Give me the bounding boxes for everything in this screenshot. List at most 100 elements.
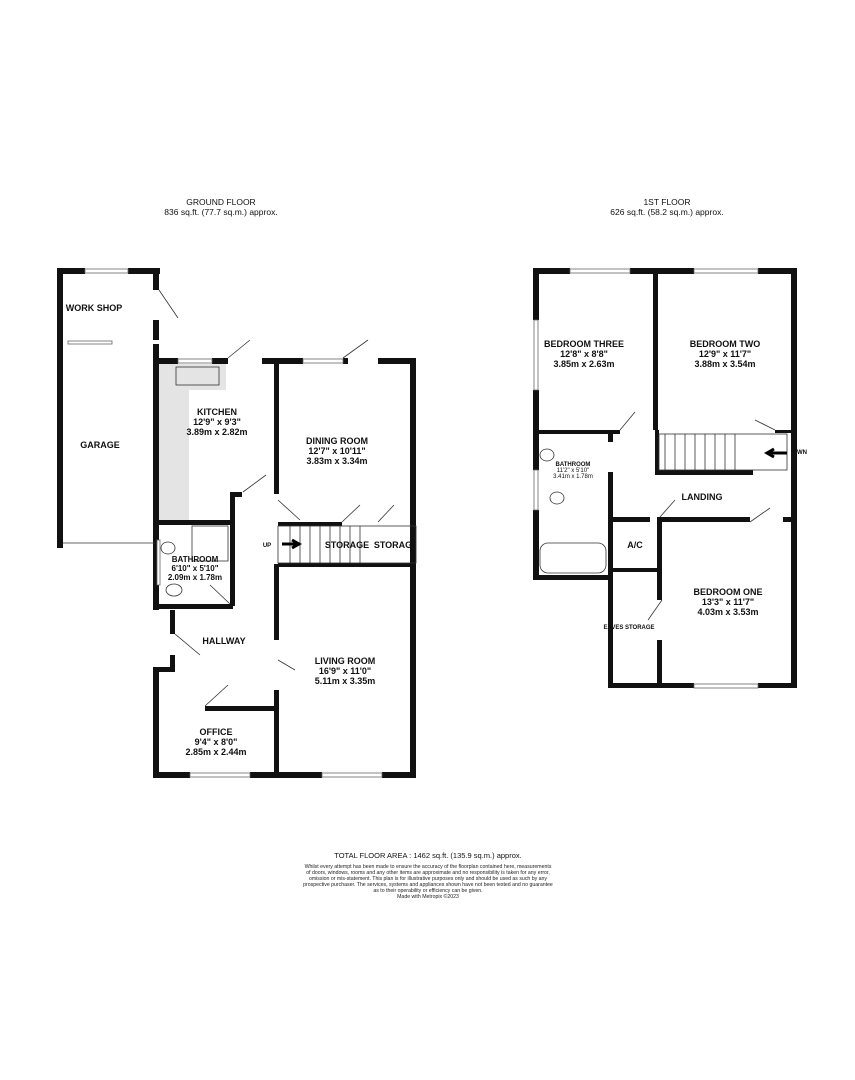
svg-text:16'9" x 11'0": 16'9" x 11'0"	[319, 666, 371, 676]
disclaimer-line: of doors, windows, rooms and any other i…	[306, 870, 550, 876]
svg-text:5.11m x 3.35m: 5.11m x 3.35m	[315, 676, 376, 686]
wall	[230, 492, 235, 606]
door	[749, 507, 771, 523]
fixtures	[63, 268, 788, 778]
svg-text:3.85m x 2.63m: 3.85m x 2.63m	[553, 359, 614, 369]
room-garage: GARAGE	[80, 440, 120, 450]
svg-text:6'10" x 5'10": 6'10" x 5'10"	[172, 564, 219, 573]
door	[341, 504, 361, 523]
wall	[153, 667, 159, 778]
wall	[343, 358, 348, 364]
wall	[274, 564, 279, 640]
svg-text:BEDROOM TWO: BEDROOM TWO	[690, 339, 761, 349]
window	[533, 469, 539, 511]
wall	[533, 268, 539, 320]
door	[659, 499, 676, 518]
wall	[159, 520, 231, 525]
door	[158, 289, 179, 319]
door	[342, 339, 369, 359]
svg-text:2.09m x 1.78m: 2.09m x 1.78m	[168, 573, 222, 582]
door	[227, 339, 251, 359]
wall	[655, 430, 659, 475]
door	[174, 633, 201, 656]
arrow-right-icon	[282, 538, 303, 550]
window	[321, 772, 383, 778]
wall	[57, 268, 85, 274]
window	[177, 358, 213, 364]
svg-text:BATHROOM: BATHROOM	[556, 462, 591, 468]
shower-tray	[191, 525, 229, 562]
wall	[533, 390, 539, 470]
wall	[159, 604, 233, 609]
window	[156, 539, 161, 586]
room-storage: STORAGE	[325, 540, 369, 550]
wall	[657, 517, 662, 600]
svg-text:3.83m x 3.34m: 3.83m x 3.34m	[306, 456, 367, 466]
first-floor-title: 1ST FLOOR	[643, 197, 690, 207]
disclaimer-line: Whilst every attempt has been made to en…	[305, 864, 552, 870]
wall	[153, 772, 190, 778]
svg-text:12'9" x 9'3": 12'9" x 9'3"	[193, 417, 241, 427]
wall	[758, 268, 797, 274]
svg-text:12'7" x 10'11": 12'7" x 10'11"	[308, 446, 365, 456]
door	[277, 499, 301, 521]
room-bedroom-two: BEDROOM TWO 12'9" x 11'7" 3.88m x 3.54m	[690, 339, 761, 369]
total-floor-area: TOTAL FLOOR AREA : 1462 sq.ft. (135.9 sq…	[334, 851, 521, 860]
wall	[382, 772, 416, 778]
window	[693, 268, 759, 274]
toilet	[549, 491, 565, 505]
svg-text:12'8" x 8'8": 12'8" x 8'8"	[560, 349, 608, 359]
stairs-up-label: UP	[263, 543, 271, 549]
room-office: OFFICE 9'4" x 8'0" 2.85m x 2.44m	[185, 727, 246, 757]
svg-text:3.88m x 3.54m: 3.88m x 3.54m	[694, 359, 755, 369]
toilet	[165, 583, 183, 597]
wall	[262, 358, 303, 364]
svg-text:BEDROOM ONE: BEDROOM ONE	[693, 587, 762, 597]
stairs-down-label: WN	[797, 450, 807, 456]
room-bedroom-three: BEDROOM THREE 12'8" x 8'8" 3.85m x 2.63m	[544, 339, 624, 369]
wall	[608, 683, 694, 688]
door	[619, 411, 636, 431]
svg-text:BEDROOM THREE: BEDROOM THREE	[544, 339, 624, 349]
wall	[533, 268, 570, 274]
wall	[153, 320, 159, 340]
wall	[630, 268, 694, 274]
kitchen-counter	[159, 364, 226, 390]
wall	[660, 517, 750, 522]
wall	[613, 517, 650, 522]
kitchen-sink	[175, 366, 220, 386]
wall	[250, 772, 322, 778]
svg-text:12'9" x 11'7": 12'9" x 11'7"	[699, 349, 751, 359]
wall	[653, 268, 658, 430]
wall	[533, 575, 613, 580]
room-hallway: HALLWAY	[202, 636, 245, 646]
wall	[613, 568, 660, 572]
room-living: LIVING ROOM 16'9" x 11'0" 5.11m x 3.35m	[315, 656, 376, 686]
wall	[274, 364, 279, 494]
wall	[230, 492, 242, 497]
wall	[410, 358, 416, 778]
basin	[539, 448, 555, 462]
credit: Made with Metropix ©2023	[397, 893, 459, 900]
wall	[170, 610, 175, 634]
wall	[205, 706, 274, 711]
wall	[378, 358, 416, 364]
ground-floor-area: 836 sq.ft. (77.7 sq.m.) approx.	[164, 207, 277, 217]
wall	[655, 470, 753, 475]
svg-text:9'4" x 8'0": 9'4" x 8'0"	[195, 737, 238, 747]
wall	[170, 655, 175, 669]
wall	[608, 430, 613, 442]
wall	[57, 268, 63, 548]
door	[204, 684, 229, 707]
wall	[758, 683, 797, 688]
bathtub	[539, 542, 607, 574]
disclaimer-line: omission or mis-statement. This plan is …	[309, 876, 547, 882]
basin	[160, 541, 176, 555]
room-workshop: WORK SHOP	[66, 303, 123, 313]
svg-text:OFFICE: OFFICE	[200, 727, 233, 737]
walls	[57, 268, 797, 778]
room-bathroom-ground: BATHROOM 6'10" x 5'10" 2.09m x 1.78m	[168, 555, 222, 582]
wall	[153, 667, 175, 672]
wall	[278, 522, 342, 526]
door	[754, 419, 776, 431]
